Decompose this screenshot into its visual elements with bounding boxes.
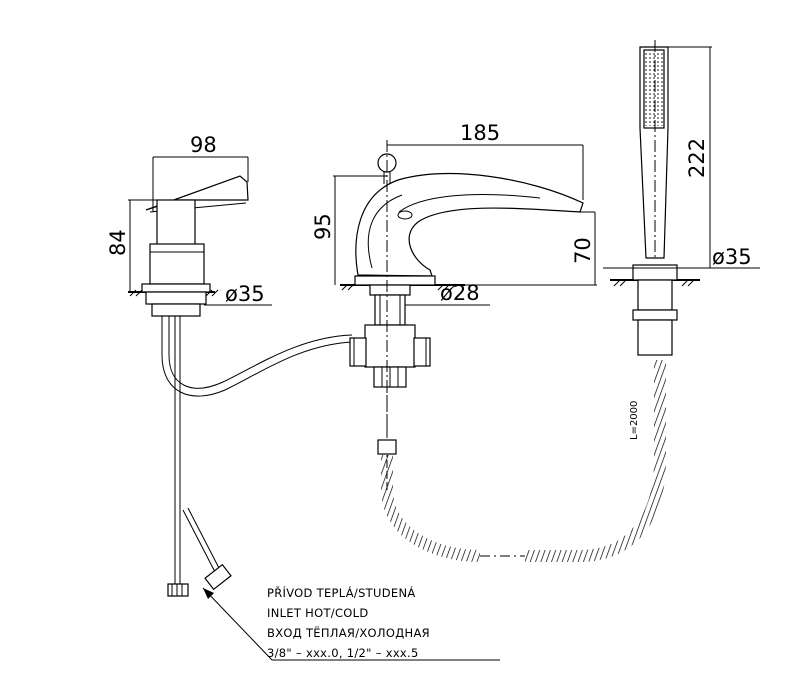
dimension-mixer-diameter: ø35: [204, 282, 272, 306]
dimension-shower-diameter: ø35: [603, 245, 760, 269]
inlet-note: PŘÍVOD TEPLÁ/STUDENÁ INLET HOT/COLD ВХОД…: [267, 585, 430, 660]
dimension-spout-length: 185: [387, 121, 584, 200]
spout-length-label: 185: [460, 121, 500, 145]
note-line-ru: ВХОД ТЁПЛАЯ/ХОЛОДНАЯ: [267, 625, 430, 640]
dimension-spout-outlet-height: 70: [465, 211, 597, 286]
dimension-mixer-width: 98: [152, 133, 249, 212]
note-line-threads: 3/8" – xxx.0, 1/2" – xxx.5: [267, 646, 419, 660]
shower-hose: L=2000: [381, 360, 666, 562]
dimension-spout-height: 95: [311, 175, 387, 285]
shower-length-label: 222: [685, 138, 709, 178]
spout-outlet-height-label: 70: [571, 237, 595, 264]
mixer-width-label: 98: [190, 133, 217, 157]
mixer-height-label: 84: [106, 229, 130, 256]
hose-length-label: L=2000: [629, 401, 640, 440]
spout-diameter-label: ø28: [440, 281, 480, 305]
dimension-mixer-height: 84: [106, 199, 160, 293]
shower-diameter-label: ø35: [712, 245, 752, 269]
hand-shower: [610, 40, 700, 356]
note-line-en: INLET HOT/COLD: [267, 606, 369, 620]
mixer-body: [128, 175, 249, 317]
note-line-cz: PŘÍVOD TEPLÁ/STUDENÁ: [267, 585, 416, 600]
mixer-supply-tubes: [161, 316, 500, 661]
dimension-shower-length: 222: [668, 46, 712, 268]
dimension-spout-diameter: ø28: [405, 281, 490, 306]
spout-height-label: 95: [311, 213, 335, 240]
mixer-diameter-label: ø35: [225, 282, 265, 306]
diverter-tee: [349, 140, 431, 455]
spout-body: [340, 153, 584, 326]
